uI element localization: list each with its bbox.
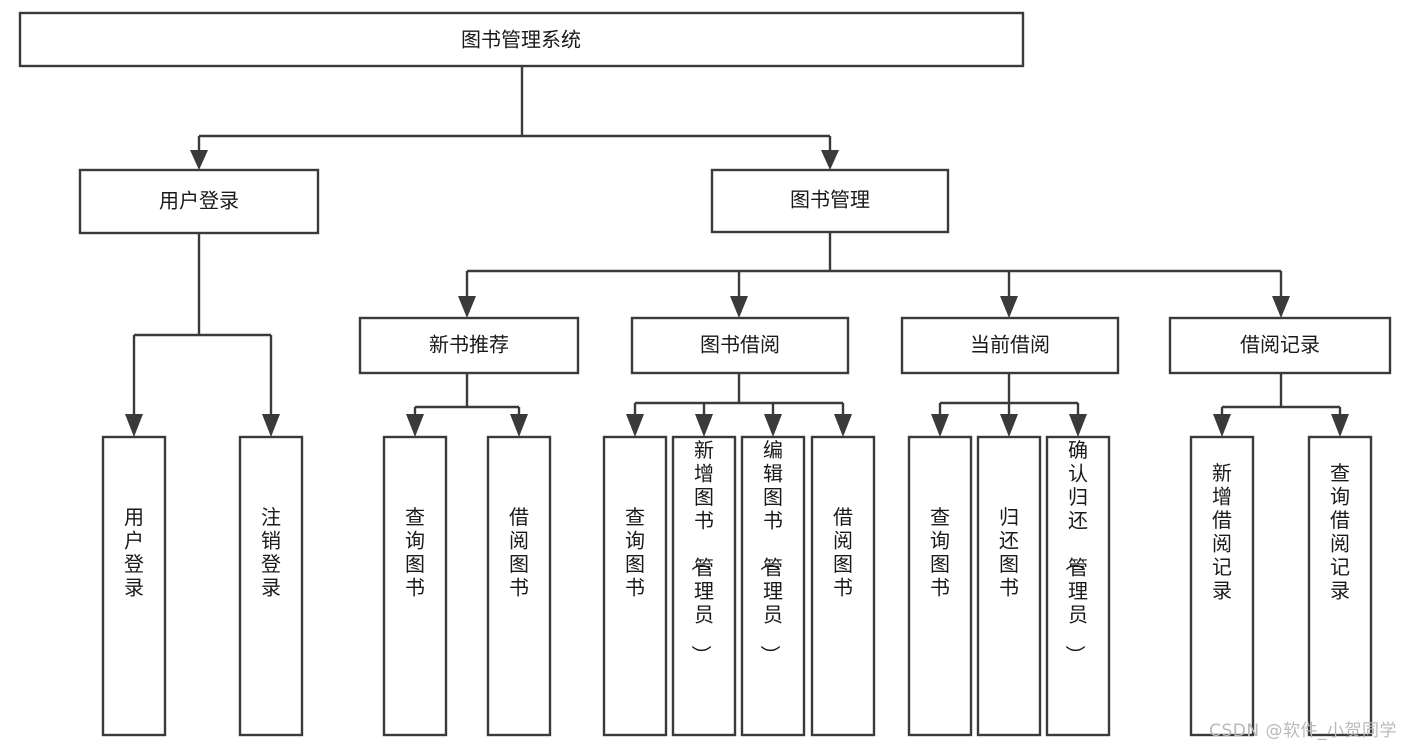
arrow-head-leaf-edit-book [764,414,782,437]
node-leaf-add-record[interactable]: 新增借阅记录 [1189,435,1255,737]
node-box-book-management[interactable] [710,168,950,234]
node-box-new-book-recommend[interactable] [358,316,580,375]
node-label-leaf-confirm-return: 确认归还（管理员） [1063,438,1088,665]
node-box-leaf-query-book-1[interactable] [382,435,448,737]
node-label-leaf-logout-login: 注销登录 [261,505,281,600]
node-user-login[interactable]: 用户登录 [78,168,320,235]
node-box-current-borrow[interactable] [900,316,1120,375]
node-leaf-borrow-book-2[interactable]: 借阅图书 [810,435,876,737]
arrow-head-user-login [190,150,208,170]
node-box-leaf-query-record[interactable] [1307,435,1373,737]
node-box-leaf-query-book-2[interactable] [602,435,668,737]
node-box-leaf-return-book[interactable] [976,435,1042,737]
node-leaf-edit-book[interactable]: 编辑图书（管理员） [740,435,806,737]
arrow-head-leaf-borrow-book-2 [834,414,852,437]
arrow-head-book-borrow [730,296,748,318]
arrow-head-leaf-logout-login [262,414,280,437]
node-box-borrow-record[interactable] [1168,316,1392,375]
arrow-head-borrow-record [1272,296,1290,318]
csdn-watermark: CSDN @软件_小贺同学 [1209,721,1397,741]
node-leaf-confirm-return[interactable]: 确认归还（管理员） [1045,435,1111,737]
arrow-head-new-book-recommend [458,296,476,318]
node-box-user-login[interactable] [78,168,320,235]
node-label-new-book-recommend: 新书推荐 [429,333,509,357]
node-book-management[interactable]: 图书管理 [710,168,950,234]
arrow-head-leaf-confirm-return [1069,414,1087,437]
arrow-head-leaf-user-login [125,414,143,437]
node-label-leaf-edit-book: 编辑图书（管理员） [758,438,783,665]
node-box-leaf-borrow-book-1[interactable] [486,435,552,737]
node-label-leaf-query-book-3: 查询图书 [930,505,950,600]
node-box-leaf-logout-login[interactable] [238,435,304,737]
node-leaf-query-record[interactable]: 查询借阅记录 [1307,435,1373,737]
node-label-borrow-record: 借阅记录 [1240,333,1320,357]
node-label-root: 图书管理系统 [461,28,581,52]
node-label-user-login: 用户登录 [159,189,239,213]
node-label-leaf-query-book-1: 查询图书 [405,505,425,600]
node-current-borrow[interactable]: 当前借阅 [900,316,1120,375]
node-book-borrow[interactable]: 图书借阅 [630,316,850,375]
node-box-book-borrow[interactable] [630,316,850,375]
arrow-head-current-borrow [1000,296,1018,318]
node-label-book-management: 图书管理 [790,188,870,212]
node-leaf-logout-login[interactable]: 注销登录 [238,435,304,737]
arrow-head-leaf-return-book [1000,414,1018,437]
node-label-leaf-query-record: 查询借阅记录 [1330,461,1350,603]
node-label-leaf-borrow-book-2: 借阅图书 [833,505,853,600]
node-label-leaf-query-book-2: 查询图书 [625,505,645,600]
node-box-leaf-query-book-3[interactable] [907,435,973,737]
node-leaf-user-login[interactable]: 用户登录 [101,435,167,737]
node-box-leaf-add-book[interactable] [671,435,737,737]
node-box-leaf-confirm-return[interactable] [1045,435,1111,737]
arrow-head-leaf-query-record [1331,414,1349,437]
node-label-leaf-add-book: 新增图书（管理员） [689,438,714,665]
node-new-book-recommend[interactable]: 新书推荐 [358,316,580,375]
node-leaf-query-book-1[interactable]: 查询图书 [382,435,448,737]
arrow-head-leaf-query-book-3 [931,414,949,437]
node-leaf-query-book-2[interactable]: 查询图书 [602,435,668,737]
node-leaf-query-book-3[interactable]: 查询图书 [907,435,973,737]
node-box-leaf-user-login[interactable] [101,435,167,737]
arrow-head-leaf-query-book-2 [626,414,644,437]
arrow-head-leaf-borrow-book-1 [510,414,528,437]
node-label-leaf-return-book: 归还图书 [999,505,1019,600]
node-box-root[interactable] [18,11,1025,68]
arrow-head-leaf-add-book [695,414,713,437]
node-root[interactable]: 图书管理系统 [18,11,1025,68]
arrow-head-leaf-query-book-1 [406,414,424,437]
connector-layer [125,66,1349,437]
node-label-book-borrow: 图书借阅 [700,333,780,357]
node-label-leaf-user-login: 用户登录 [124,505,144,600]
node-leaf-add-book[interactable]: 新增图书（管理员） [671,435,737,737]
node-leaf-borrow-book-1[interactable]: 借阅图书 [486,435,552,737]
node-label-current-borrow: 当前借阅 [970,333,1050,357]
node-box-leaf-edit-book[interactable] [740,435,806,737]
node-label-leaf-borrow-book-1: 借阅图书 [509,505,529,600]
arrow-head-book-management [821,150,839,170]
node-box-leaf-add-record[interactable] [1189,435,1255,737]
arrow-head-leaf-add-record [1213,414,1231,437]
node-box-leaf-borrow-book-2[interactable] [810,435,876,737]
node-borrow-record[interactable]: 借阅记录 [1168,316,1392,375]
node-label-leaf-add-record: 新增借阅记录 [1212,461,1232,603]
node-leaf-return-book[interactable]: 归还图书 [976,435,1042,737]
